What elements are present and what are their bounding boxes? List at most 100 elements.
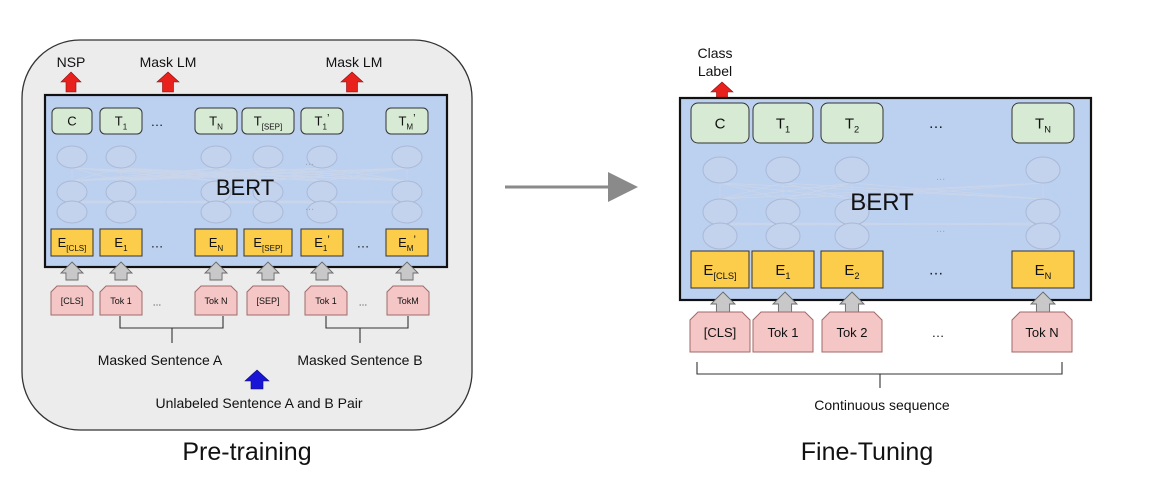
- output-box: [51, 107, 93, 135]
- embedding-token: E[CLS]: [58, 235, 87, 253]
- transformer-node: [252, 200, 284, 224]
- class-label-line-1: Class: [697, 45, 732, 61]
- output-box: [690, 102, 750, 144]
- input-token: TokM: [397, 296, 419, 306]
- embedding-box: [50, 228, 94, 257]
- ellipsis: …: [359, 298, 368, 308]
- output-token: T[SEP]: [254, 114, 283, 132]
- embedding-box: [751, 250, 815, 289]
- embedding-token: E1: [114, 235, 128, 253]
- embedding-box: [194, 228, 238, 257]
- sequence-label: Continuous sequence: [814, 397, 950, 413]
- finetuning-caption: Fine-Tuning: [801, 438, 933, 466]
- nsp-label: NSP: [57, 54, 86, 70]
- mask-lm-label-2: Mask LM: [326, 54, 383, 70]
- mask-lm-label-1: Mask LM: [140, 54, 197, 70]
- ellipsis: …: [357, 236, 370, 251]
- input-token: Tok 1: [110, 296, 132, 306]
- transformer-node: [306, 180, 338, 204]
- output-token: T2: [845, 115, 859, 134]
- input-token: [SEP]: [256, 296, 279, 306]
- input-token-box: [1011, 311, 1073, 353]
- output-box: [300, 107, 344, 135]
- output-box: [820, 102, 884, 144]
- embedding-token: EN: [209, 235, 224, 253]
- class-label-line-2: Label: [698, 63, 732, 79]
- transformer-node: [105, 145, 137, 169]
- transformer-layers: [702, 156, 1061, 250]
- embedding-box: [385, 228, 429, 257]
- embedding-box: [300, 228, 344, 257]
- input-token-box: [99, 285, 143, 316]
- ellipsis: …: [153, 298, 162, 308]
- transformer-node: [1025, 156, 1061, 184]
- embedding-token: E1: [775, 262, 790, 281]
- ellipsis: …: [151, 114, 164, 129]
- transformer-node: [105, 200, 137, 224]
- faded-ellipsis: ...: [936, 223, 945, 235]
- input-token: [CLS]: [704, 325, 737, 340]
- up-arrow-icon: [108, 261, 134, 281]
- transformer-node: [765, 198, 801, 226]
- output-token: TN: [1035, 115, 1051, 134]
- input-token: Tok 1: [315, 296, 337, 306]
- up-arrow-icon: [309, 261, 335, 281]
- embedding-box: [820, 250, 884, 289]
- transformer-node: [1025, 198, 1061, 226]
- sentence-b-label: Masked Sentence B: [297, 352, 422, 368]
- transformer-node: [834, 156, 870, 184]
- pair-arrow-icon: [244, 369, 270, 390]
- input-token-box: [386, 285, 430, 316]
- transformer-node: [306, 145, 338, 169]
- mask-lm-arrow-icon: [340, 71, 364, 93]
- up-arrow-icon: [59, 261, 85, 281]
- transformer-layers: [56, 145, 423, 224]
- input-token-box: [50, 285, 94, 316]
- embedding-box: [243, 228, 293, 257]
- up-arrow-icon: [394, 261, 420, 281]
- bert-label: BERT: [850, 189, 914, 216]
- sentence-b-bracket: [325, 316, 409, 343]
- embedding-token: E2: [844, 262, 859, 281]
- up-arrow-icon: [203, 261, 229, 281]
- input-token: Tok 1: [767, 325, 798, 340]
- transformer-node: [56, 145, 88, 169]
- output-box: [385, 107, 429, 135]
- input-token-box: [689, 311, 751, 353]
- transformer-node: [56, 200, 88, 224]
- output-token: T1: [776, 115, 790, 134]
- input-token-box: [752, 311, 814, 353]
- transformer-node: [391, 180, 423, 204]
- input-token: Tok N: [1025, 325, 1058, 340]
- output-box: [99, 107, 143, 135]
- input-token-row: [CLS]Tok 1…Tok N[SEP]Tok 1…TokM: [50, 285, 430, 316]
- transformer-node: [765, 222, 801, 250]
- ellipsis: …: [151, 236, 164, 251]
- transformer-node: [391, 145, 423, 169]
- sentence-a-label: Masked Sentence A: [98, 352, 223, 368]
- ellipsis: …: [932, 325, 945, 340]
- transformer-node: [834, 222, 870, 250]
- transformer-node: [105, 180, 137, 204]
- transformer-node: [306, 200, 338, 224]
- output-token: C: [67, 114, 76, 129]
- sequence-bracket: [696, 362, 1063, 388]
- transformer-node: [252, 145, 284, 169]
- transformer-node: [200, 145, 232, 169]
- input-token-box: [246, 285, 290, 316]
- transformer-node: [200, 200, 232, 224]
- output-box: [194, 107, 238, 135]
- output-token: T1’: [315, 113, 330, 132]
- transformer-node: [702, 222, 738, 250]
- transformer-node: [702, 156, 738, 184]
- output-token: T1: [115, 114, 128, 132]
- faded-ellipsis: ...: [305, 201, 314, 213]
- up-arrow-icon: [255, 261, 281, 281]
- output-token: C: [715, 115, 726, 132]
- pair-label: Unlabeled Sentence A and B Pair: [155, 395, 362, 411]
- input-token: Tok 2: [836, 325, 867, 340]
